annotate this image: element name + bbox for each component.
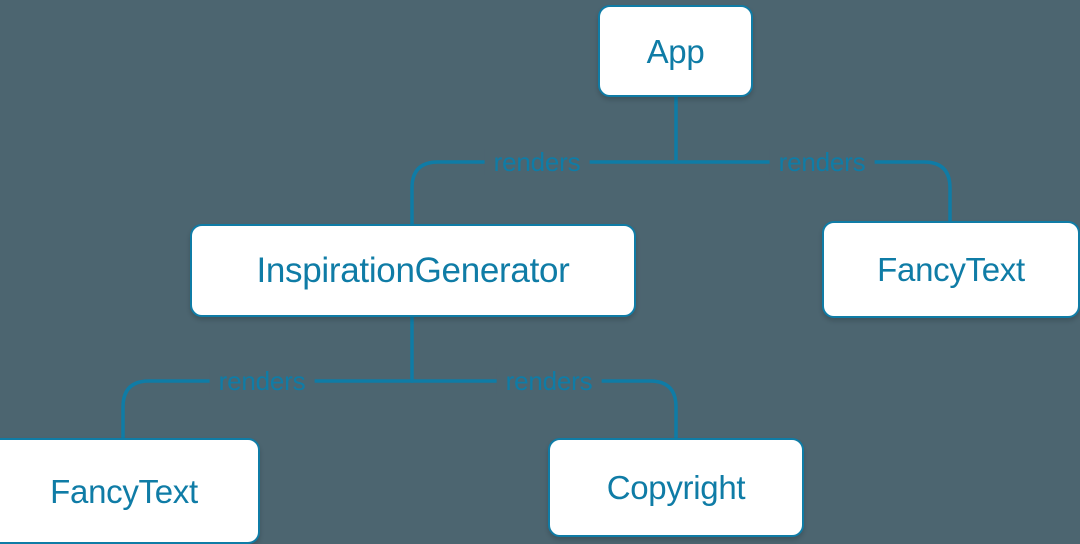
node-inspiration-generator[interactable]: InspirationGenerator [190, 224, 636, 317]
node-fancy-text-right-label: FancyText [877, 251, 1025, 288]
node-copyright[interactable]: Copyright [548, 438, 804, 537]
node-app-label: App [646, 32, 705, 70]
edge-inspirationgenerator-to-fancytext-bottom [121, 379, 414, 440]
node-fancy-text-right[interactable]: FancyText [822, 221, 1080, 318]
edge-label-app-to-fancytext-right: renders [769, 149, 875, 175]
node-inspiration-generator-label: InspirationGenerator [256, 251, 570, 290]
edge-label-inspirationgenerator-to-fancytext-bottom: renders [209, 368, 315, 394]
node-fancy-text-bottom-label: FancyText [50, 472, 198, 510]
edge-app-to-fancytext-right [674, 160, 952, 223]
edge-label-app-to-inspirationgenerator: renders [484, 149, 590, 175]
edge-app-to-inspirationgenerator [410, 160, 678, 226]
edge-inspirationgenerator-to-copyright [410, 379, 678, 440]
node-fancy-text-bottom[interactable]: FancyText [0, 438, 260, 544]
node-app[interactable]: App [598, 5, 753, 97]
node-copyright-label: Copyright [606, 469, 746, 506]
edge-label-inspirationgenerator-to-copyright: renders [496, 368, 602, 394]
